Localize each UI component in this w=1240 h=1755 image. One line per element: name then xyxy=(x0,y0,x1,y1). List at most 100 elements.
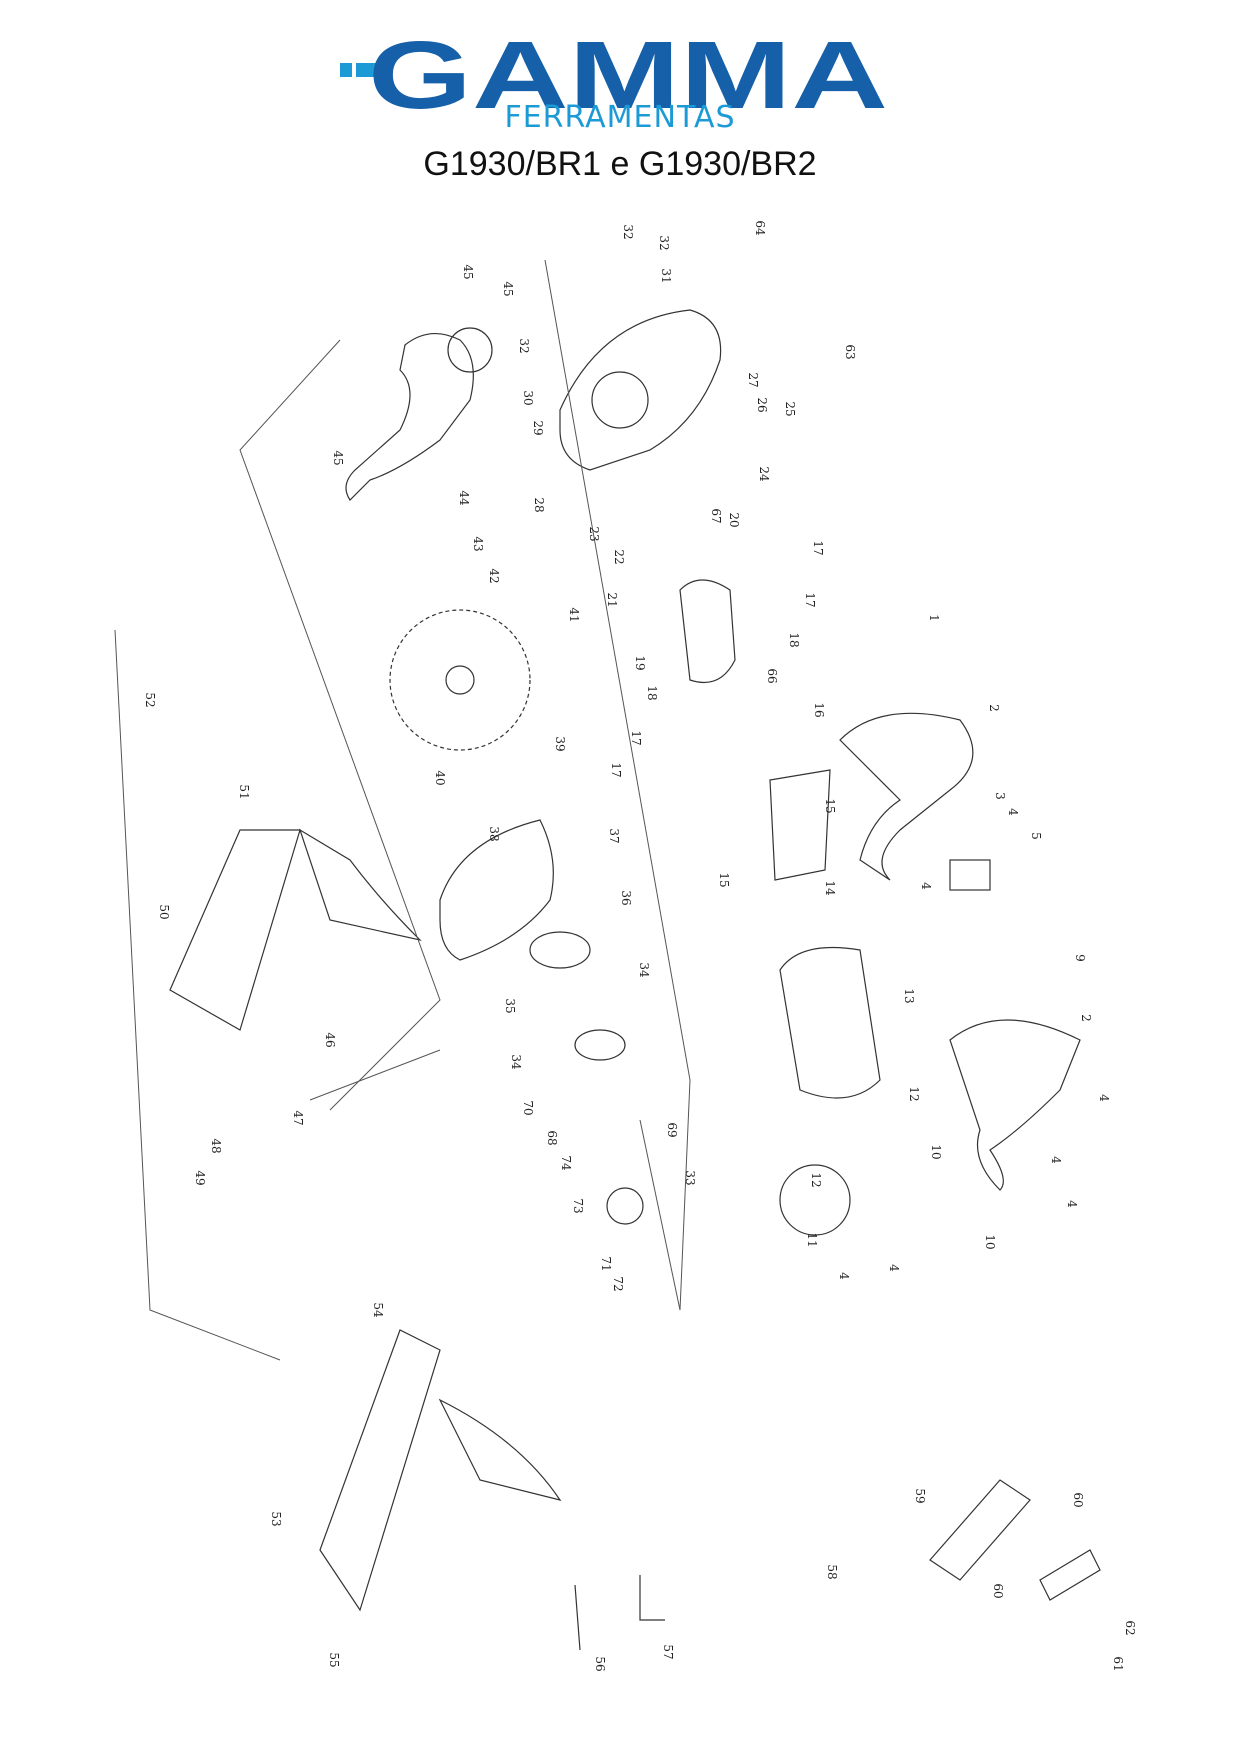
part-label-56: 56 xyxy=(593,1656,607,1671)
part-label-45: 45 xyxy=(331,450,345,465)
part-label-47: 47 xyxy=(291,1110,305,1125)
part-label-10: 10 xyxy=(983,1234,997,1249)
part-label-5: 5 xyxy=(1029,832,1043,840)
part-label-45: 45 xyxy=(461,264,475,279)
part-label-72: 72 xyxy=(611,1276,625,1291)
part-label-4: 4 xyxy=(1097,1094,1111,1102)
part-label-67: 67 xyxy=(709,508,723,523)
part-label-25: 25 xyxy=(783,401,797,416)
upper-blade-guard xyxy=(345,333,474,501)
part-label-27: 27 xyxy=(746,372,760,387)
part-label-41: 41 xyxy=(567,607,581,622)
part-label-37: 37 xyxy=(607,828,621,843)
armature xyxy=(679,579,736,684)
top-handle xyxy=(839,712,974,881)
part-label-31: 31 xyxy=(659,268,673,283)
part-label-26: 26 xyxy=(755,397,769,412)
part-label-4: 4 xyxy=(837,1272,851,1280)
part-label-36: 36 xyxy=(619,890,633,905)
part-label-46: 46 xyxy=(323,1032,337,1047)
part-label-2: 2 xyxy=(987,704,1001,712)
rear-handle xyxy=(949,1019,1081,1191)
part-label-2: 2 xyxy=(1079,1014,1093,1022)
part-label-74: 74 xyxy=(559,1155,573,1171)
gamma-logo: GAMMA xyxy=(340,28,888,118)
saw-blade xyxy=(389,609,531,751)
part-label-52: 52 xyxy=(143,692,157,707)
page-title: G1930/BR1 e G1930/BR2 xyxy=(423,145,817,183)
part-label-66: 66 xyxy=(765,668,779,683)
part-label-10: 10 xyxy=(929,1144,943,1159)
part-label-17: 17 xyxy=(629,730,643,745)
part-label-53: 53 xyxy=(269,1511,283,1526)
gear xyxy=(606,1187,644,1225)
part-label-35: 35 xyxy=(503,998,517,1013)
part-label-4: 4 xyxy=(1006,808,1020,816)
part-label-30: 30 xyxy=(521,390,535,405)
part-label-9: 9 xyxy=(1073,954,1087,962)
part-label-12: 12 xyxy=(809,1172,823,1187)
part-label-17: 17 xyxy=(803,592,817,607)
part-label-48: 48 xyxy=(209,1138,223,1153)
part-label-28: 28 xyxy=(532,497,546,512)
part-label-50: 50 xyxy=(157,904,171,919)
part-label-59: 59 xyxy=(913,1488,927,1503)
part-label-58: 58 xyxy=(825,1564,839,1579)
gear-housing xyxy=(559,309,722,471)
part-label-4: 4 xyxy=(1049,1156,1063,1164)
part-label-54: 54 xyxy=(371,1302,385,1318)
part-label-32: 32 xyxy=(621,224,635,239)
part-label-43: 43 xyxy=(471,536,485,551)
part-label-4: 4 xyxy=(919,882,933,890)
part-label-19: 19 xyxy=(633,655,647,670)
part-label-18: 18 xyxy=(787,632,801,647)
part-label-45: 45 xyxy=(501,281,515,296)
part-label-11: 11 xyxy=(805,1232,819,1247)
part-label-70: 70 xyxy=(521,1100,535,1115)
part-label-40: 40 xyxy=(433,770,447,785)
part-label-22: 22 xyxy=(612,549,626,564)
part-label-21: 21 xyxy=(605,592,619,607)
part-label-14: 14 xyxy=(823,880,837,896)
part-label-55: 55 xyxy=(327,1652,341,1667)
part-label-29: 29 xyxy=(531,420,545,435)
hex-key xyxy=(639,1575,665,1621)
part-label-38: 38 xyxy=(487,826,501,841)
part-label-17: 17 xyxy=(811,540,825,555)
part-label-69: 69 xyxy=(665,1122,679,1137)
part-label-39: 39 xyxy=(553,736,567,751)
part-label-49: 49 xyxy=(193,1170,207,1185)
part-label-34: 34 xyxy=(637,962,651,978)
motor-housing xyxy=(779,946,881,1099)
part-label-51: 51 xyxy=(237,784,251,799)
part-label-71: 71 xyxy=(599,1256,613,1271)
base-plate xyxy=(169,829,301,1031)
part-label-73: 73 xyxy=(571,1198,585,1213)
brand-name: GAMMA xyxy=(368,28,888,118)
part-label-62: 62 xyxy=(1123,1620,1137,1635)
part-label-60: 60 xyxy=(991,1583,1005,1598)
part-label-15: 15 xyxy=(717,872,731,887)
part-label-60: 60 xyxy=(1071,1492,1085,1507)
part-label-4: 4 xyxy=(887,1264,901,1272)
lower-blade-guard xyxy=(439,819,554,961)
part-label-32: 32 xyxy=(657,235,671,250)
part-label-20: 20 xyxy=(727,512,741,527)
part-label-57: 57 xyxy=(661,1644,675,1659)
part-label-23: 23 xyxy=(587,526,601,541)
part-label-4: 4 xyxy=(1065,1200,1079,1208)
part-label-34: 34 xyxy=(509,1054,523,1070)
part-label-42: 42 xyxy=(487,568,501,583)
header: GAMMA FERRAMENTAS G1930/BR1 e G1930/BR2 xyxy=(0,0,1240,190)
part-label-24: 24 xyxy=(757,466,771,482)
part-label-68: 68 xyxy=(545,1130,559,1145)
part-label-1: 1 xyxy=(927,614,941,622)
part-label-33: 33 xyxy=(683,1170,697,1185)
part-label-32: 32 xyxy=(517,338,531,353)
dust-port-assembly xyxy=(929,1479,1031,1581)
lower-base-plate xyxy=(319,1329,441,1612)
assembly-guide xyxy=(239,339,441,1111)
part-label-18: 18 xyxy=(645,685,659,700)
part-label-61: 61 xyxy=(1111,1656,1125,1671)
